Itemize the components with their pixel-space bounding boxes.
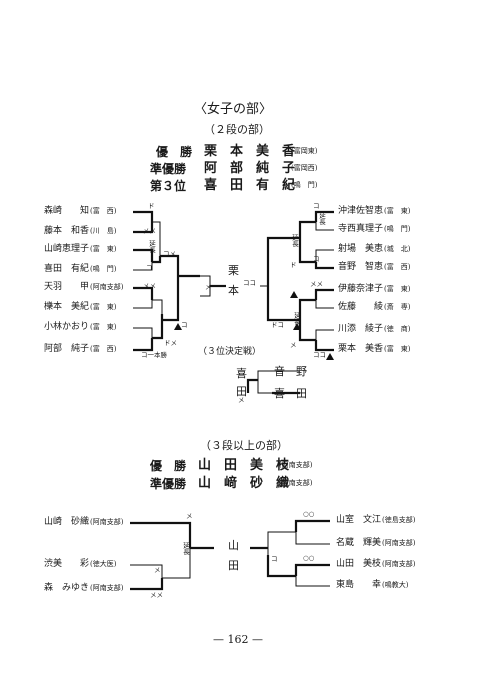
dan3-runnerup-school: (阿南支部) <box>279 479 313 487</box>
dan3-winner-school: (阿南支部) <box>279 461 313 469</box>
entrant: 東島 幸(鳴教大) <box>336 580 409 590</box>
dan3-right-bracket <box>250 519 330 587</box>
entrant: 森 みゆき(阿南支部) <box>44 583 124 593</box>
entrant: 櫟本 美紀(富 東) <box>44 302 117 312</box>
women-final-bracket <box>200 275 268 297</box>
score-mark: ココ <box>313 351 326 359</box>
score-mark: ドメ <box>164 339 177 347</box>
third-place-bracket <box>246 370 300 395</box>
entrant: 伊藤奈津子(富 東) <box>338 284 411 294</box>
score-mark: ○○ <box>303 554 315 562</box>
women-runnerup-rank: 準優勝 <box>150 162 187 176</box>
entrant: 名蔵 輝美(阿南支部) <box>336 538 416 548</box>
entrant: 山室 文江(徳島支部) <box>336 515 416 525</box>
score-mark: コ <box>146 264 153 272</box>
women-runnerup-school: (富岡西) <box>291 164 318 172</box>
entrant: 射場 美恵(城 北) <box>338 244 411 254</box>
triangle-marker <box>293 323 301 330</box>
page-number: — 162 — <box>213 633 263 646</box>
dan3-runnerup-name: 山 﨑 砂 織 <box>198 476 290 491</box>
entrant: 小林かおり(富 東) <box>44 322 117 332</box>
women-third-name: 喜 田 有 紀 <box>204 178 296 193</box>
women-third-rank: 第３位 <box>150 179 187 193</box>
entrant: 音野 智恵(富 西) <box>338 262 411 272</box>
entrant: 藤本 和香(川 島) <box>44 226 117 236</box>
entrant: 栗本 美香(富 東) <box>338 344 411 354</box>
entrant: 渋美 彩(徳大医) <box>44 559 117 569</box>
third-b2: 喜 田 <box>274 387 307 400</box>
women-final-bottom: 本 <box>228 284 239 297</box>
score-mark: 延長 <box>181 542 190 555</box>
entrant: 山崎恵理子(富 東) <box>44 244 117 254</box>
score-mark: メ <box>205 283 212 291</box>
entrant: 山田 美枝(阿南支部) <box>336 559 416 569</box>
women-subheading: （２段の部） <box>204 123 270 136</box>
entrant: 川添 綾子(徳 商) <box>338 324 411 334</box>
score-mark: メメ <box>310 280 323 288</box>
score-mark: ○○ <box>303 510 315 518</box>
score-mark: コ <box>181 321 188 329</box>
dan3-final-bottom: 田 <box>228 559 239 572</box>
score-mark: 延長 <box>147 240 156 253</box>
women-winner-name: 栗 本 美 香 <box>204 144 296 159</box>
entrant: 佐藤 綾(斎 専) <box>338 302 411 312</box>
score-mark: メメ <box>143 282 156 290</box>
third-place-title: （３位決定戦） <box>198 347 262 357</box>
entrant: 森崎 知(富 西) <box>44 206 117 216</box>
women-final-top: 栗 <box>228 264 239 277</box>
score-mark: コ <box>313 255 320 263</box>
score-mark: メ <box>238 396 245 404</box>
women-third-school: (鳴 門) <box>291 181 318 189</box>
women-left-bracket <box>133 210 200 352</box>
triangle-marker <box>326 353 334 360</box>
women-winner-school: (富岡東) <box>291 147 318 155</box>
score-mark: ドコ <box>271 321 284 329</box>
entrant: 沖津佐智恵(富 東) <box>338 206 411 216</box>
score-mark: 延長 <box>317 212 326 225</box>
third-a1: 喜 <box>236 367 247 380</box>
score-mark: ココ <box>243 279 256 287</box>
women-right-bracket <box>266 210 334 352</box>
triangle-marker <box>290 291 298 298</box>
score-mark: ド <box>148 202 155 210</box>
dan3-left-bracket <box>130 521 214 591</box>
entrant: 喜田 有紀(鳴 門) <box>44 264 117 274</box>
score-mark: メメ <box>150 591 163 599</box>
dan3-winner-name: 山 田 美 枝 <box>198 458 290 473</box>
score-mark: ド <box>290 261 297 269</box>
dan3-runnerup-rank: 準優勝 <box>150 477 187 491</box>
dan3-heading: （３段以上の部） <box>200 439 288 452</box>
score-mark: メメ <box>143 227 156 235</box>
score-mark: メ <box>154 566 161 574</box>
entrant: 天羽 甲(阿南支部) <box>44 282 124 292</box>
score-mark: コメ <box>163 250 176 258</box>
triangle-marker <box>174 323 182 330</box>
dan3-winner-rank: 優 勝 <box>150 459 187 473</box>
score-mark: コ一本勝 <box>141 351 167 359</box>
entrant: 寺西真理子(鳴 門) <box>338 224 411 234</box>
entrant: 阿部 純子(富 西) <box>44 344 117 354</box>
score-mark: コ <box>313 202 320 210</box>
score-mark: コ <box>271 555 278 563</box>
entrant: 山崎 砂織(阿南支部) <box>44 517 124 527</box>
score-mark: 延長 <box>290 234 299 247</box>
women-runnerup-name: 阿 部 純 子 <box>204 161 296 176</box>
women-winner-rank: 優 勝 <box>156 145 193 159</box>
third-a2: 田 <box>236 385 247 398</box>
score-mark: メ <box>290 341 297 349</box>
women-heading: 〈女子の部〉 <box>194 102 273 117</box>
dan3-final-top: 山 <box>228 539 239 552</box>
score-mark: 延長 <box>292 312 301 325</box>
score-mark: メ <box>186 512 193 520</box>
third-b1: 音 野 <box>274 365 307 378</box>
